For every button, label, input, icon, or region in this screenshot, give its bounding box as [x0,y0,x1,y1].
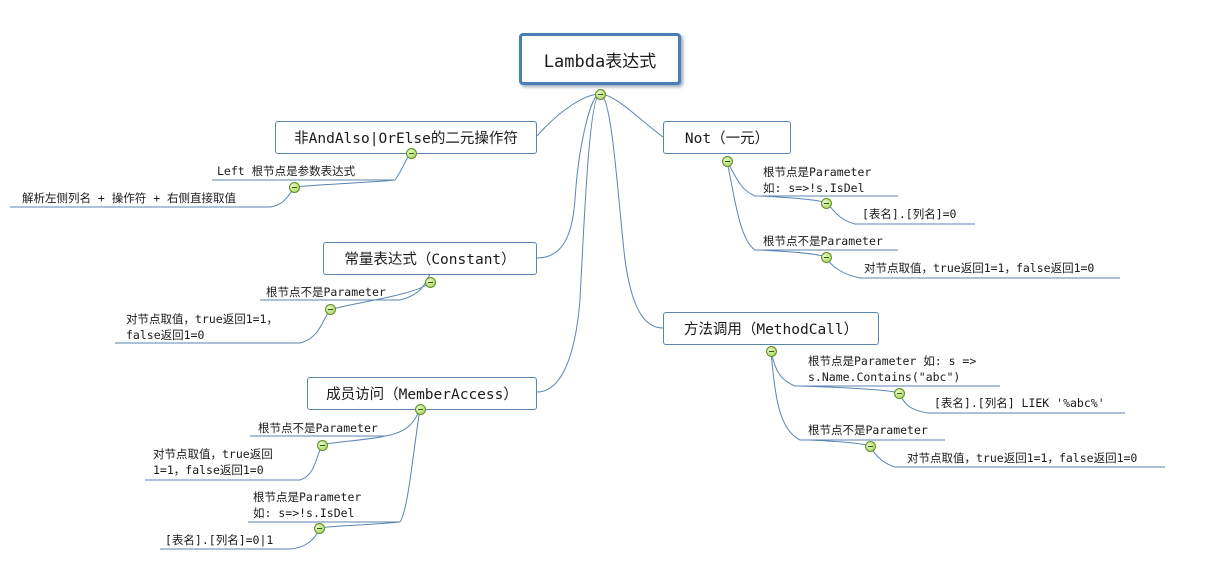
not-not-param[interactable]: 根节点不是Parameter [763,234,883,248]
node-label: 非AndAlso|OrElse的二元操作符 [294,131,518,147]
collapse-toggle-member[interactable] [415,404,426,415]
not-is-param-result[interactable]: [表名].[列名]=0 [862,207,957,221]
constant-not-param[interactable]: 根节点不是Parameter [266,285,386,299]
node-label: 成员访问（MemberAccess） [326,387,518,403]
collapse-toggle-not-is-param[interactable] [821,198,832,209]
member-not-param[interactable]: 根节点不是Parameter [258,421,378,435]
collapse-toggle-not[interactable] [722,156,733,167]
method-is-param[interactable]: 根节点是Parameter 如: s => s.Name.Contains("a… [808,354,977,384]
not-not-param-result[interactable]: 对节点取值，true返回1=1，false返回1=0 [864,261,1095,275]
collapse-toggle-method-is-param[interactable] [894,388,905,399]
node-label: Not（一元） [684,131,770,147]
collapse-toggle-constant-not-param[interactable] [325,304,336,315]
collapse-toggle-member-is-param[interactable] [314,523,325,534]
node-not-unary[interactable]: Not（一元） [663,121,791,154]
method-not-param-result[interactable]: 对节点取值，true返回1=1，false返回1=0 [907,451,1138,465]
collapse-toggle-binary[interactable] [406,148,417,159]
collapse-toggle-constant[interactable] [425,277,436,288]
node-method-call[interactable]: 方法调用（MethodCall） [663,312,879,345]
collapse-toggle-binary-left[interactable] [289,182,300,193]
collapse-toggle-root[interactable] [595,89,606,100]
node-label: 常量表达式（Constant） [344,252,516,268]
root-node[interactable]: Lambda表达式 [519,33,681,85]
member-result[interactable]: [表名].[列名]=0|1 [165,533,274,547]
binary-left-param[interactable]: Left 根节点是参数表达式 [217,164,356,178]
root-label: Lambda表达式 [543,51,657,72]
not-is-param[interactable]: 根节点是Parameter 如: s=>!s.IsDel [763,165,872,195]
method-is-param-result[interactable]: [表名].[列名] LIEK '%abc%' [934,396,1105,410]
collapse-toggle-member-not-param[interactable] [317,440,328,451]
node-label: 方法调用（MethodCall） [683,322,859,338]
constant-value-rule[interactable]: 对节点取值，true返回1=1， false返回1=0 [126,312,278,342]
member-value-rule[interactable]: 对节点取值，true返回 1=1，false返回1=0 [153,447,273,477]
node-binary-operator[interactable]: 非AndAlso|OrElse的二元操作符 [275,121,537,154]
binary-parse-rule[interactable]: 解析左侧列名 + 操作符 + 右侧直接取值 [22,191,237,205]
collapse-toggle-not-not-param[interactable] [821,252,832,263]
node-constant[interactable]: 常量表达式（Constant） [323,242,537,275]
member-is-param[interactable]: 根节点是Parameter 如: s=>!s.IsDel [253,490,362,520]
method-not-param[interactable]: 根节点不是Parameter [808,423,928,437]
collapse-toggle-method[interactable] [766,346,777,357]
collapse-toggle-method-not-param[interactable] [865,441,876,452]
